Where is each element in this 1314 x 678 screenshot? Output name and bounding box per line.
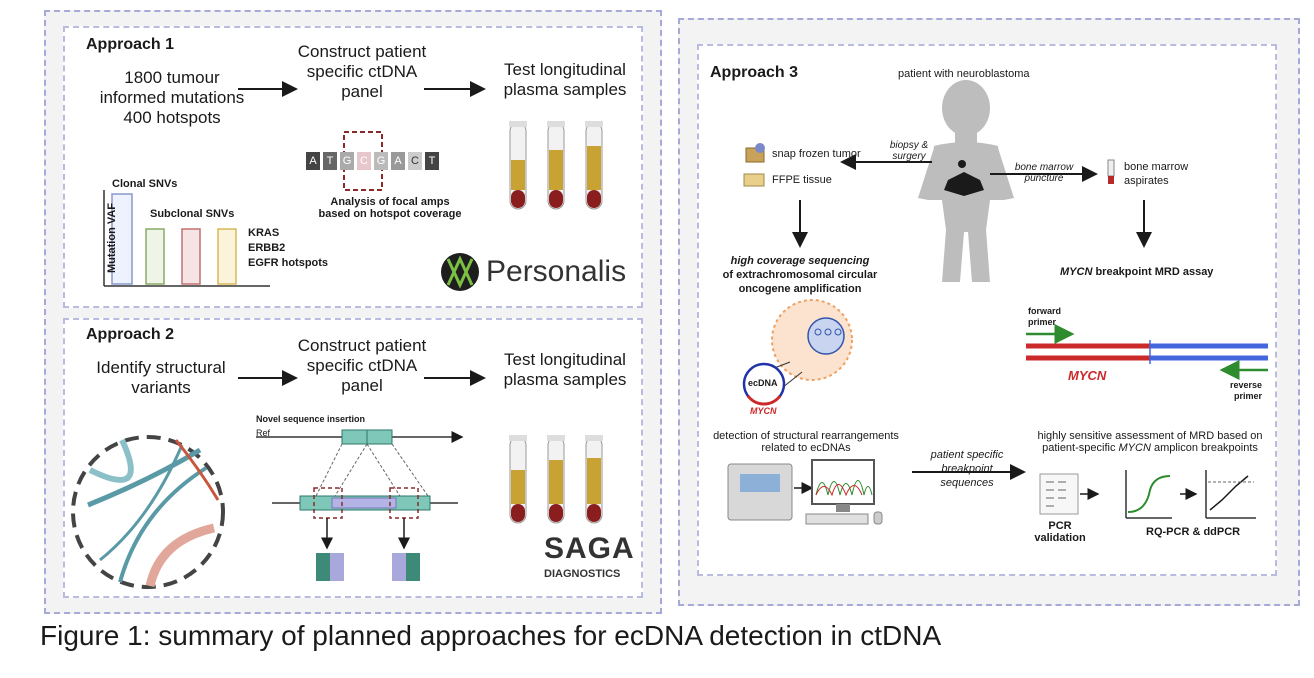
approach2-structural-variants: Identify structural variants <box>96 358 226 397</box>
vaf-axis-label: Mutation VAF <box>106 202 118 274</box>
ecdna-label: ecDNA <box>748 378 778 388</box>
mycn-primer-label: MYCN <box>1068 368 1107 383</box>
snap-frozen-label: snap frozen tumor <box>772 148 861 160</box>
approach1-mutations: 1800 tumour informed mutations 400 hotsp… <box>99 68 245 127</box>
mycn-assay-label: MYCN breakpoint MRD assay <box>1060 266 1214 278</box>
approach1-construct-panel: Construct patient specific ctDNA panel <box>297 42 427 101</box>
vaf-bar-sub3 <box>217 228 237 285</box>
novel-insertion-label: Novel sequence insertion <box>256 414 366 424</box>
gene-list: KRAS ERBB2 EGFR hotspots <box>248 227 329 269</box>
patient-silhouette <box>918 80 1014 282</box>
figure-caption: Figure 1: summary of planned approaches … <box>40 620 942 651</box>
patient-specific-label: patient specific breakpoint sequences <box>930 449 1004 489</box>
focal-amps-label: Analysis of focal amps based on hotspot … <box>318 196 462 220</box>
approach3-title: Approach 3 <box>710 64 799 81</box>
biopsy-label: biopsy & surgery <box>889 140 929 162</box>
base-sequence: A T G C G A C T <box>306 152 439 170</box>
pcr-gel <box>1039 473 1079 515</box>
bm-puncture-label: bone marrow puncture <box>1014 162 1074 184</box>
patient-label: patient with neuroblastoma <box>898 68 1030 80</box>
approach2-construct-panel: Construct patient specific ctDNA panel <box>297 336 427 395</box>
subclonal-label: Subclonal SNVs <box>150 208 235 220</box>
a1-tubes <box>509 121 603 210</box>
personalis-logo-mark <box>441 253 479 291</box>
personalis-logo: Personalis <box>486 255 627 288</box>
reverse-primer-label: reverse primer <box>1230 380 1263 401</box>
a2-tubes <box>509 435 603 524</box>
vaf-bar-clonal <box>111 193 133 285</box>
vaf-bar-sub2 <box>181 228 201 285</box>
detection-label: detection of structural rearrangements r… <box>713 430 899 454</box>
approach2-title: Approach 2 <box>86 326 175 343</box>
mycn-ecdna-label: MYCN <box>750 406 777 416</box>
circos-plot <box>71 435 225 589</box>
forward-primer-label: forward primer <box>1028 306 1062 327</box>
approach2-box <box>63 318 643 598</box>
saga-logo-sub: DIAGNOSTICS <box>544 568 621 580</box>
approach1-title: Approach 1 <box>86 36 175 53</box>
vaf-bar-sub1 <box>145 228 165 285</box>
ffpe-label: FFPE tissue <box>772 174 832 186</box>
approach1-test-plasma: Test longitudinal plasma samples <box>503 60 627 99</box>
monitor <box>811 459 875 505</box>
ref-label: Ref <box>256 428 271 438</box>
clonal-label: Clonal SNVs <box>112 178 178 190</box>
rq-pcr-label: RQ-PCR & ddPCR <box>1146 526 1241 538</box>
saga-logo: SAGA <box>544 532 635 565</box>
pcr-validation-label: PCR validation <box>1034 520 1086 544</box>
mrd-label: highly sensitive assessment of MRD based… <box>1037 430 1263 454</box>
approach2-test-plasma: Test longitudinal plasma samples <box>503 350 627 389</box>
hcs-label: high coverage sequencing of extrachromos… <box>722 255 878 295</box>
bm-aspirates-label: bone marrow aspirates <box>1124 161 1189 187</box>
